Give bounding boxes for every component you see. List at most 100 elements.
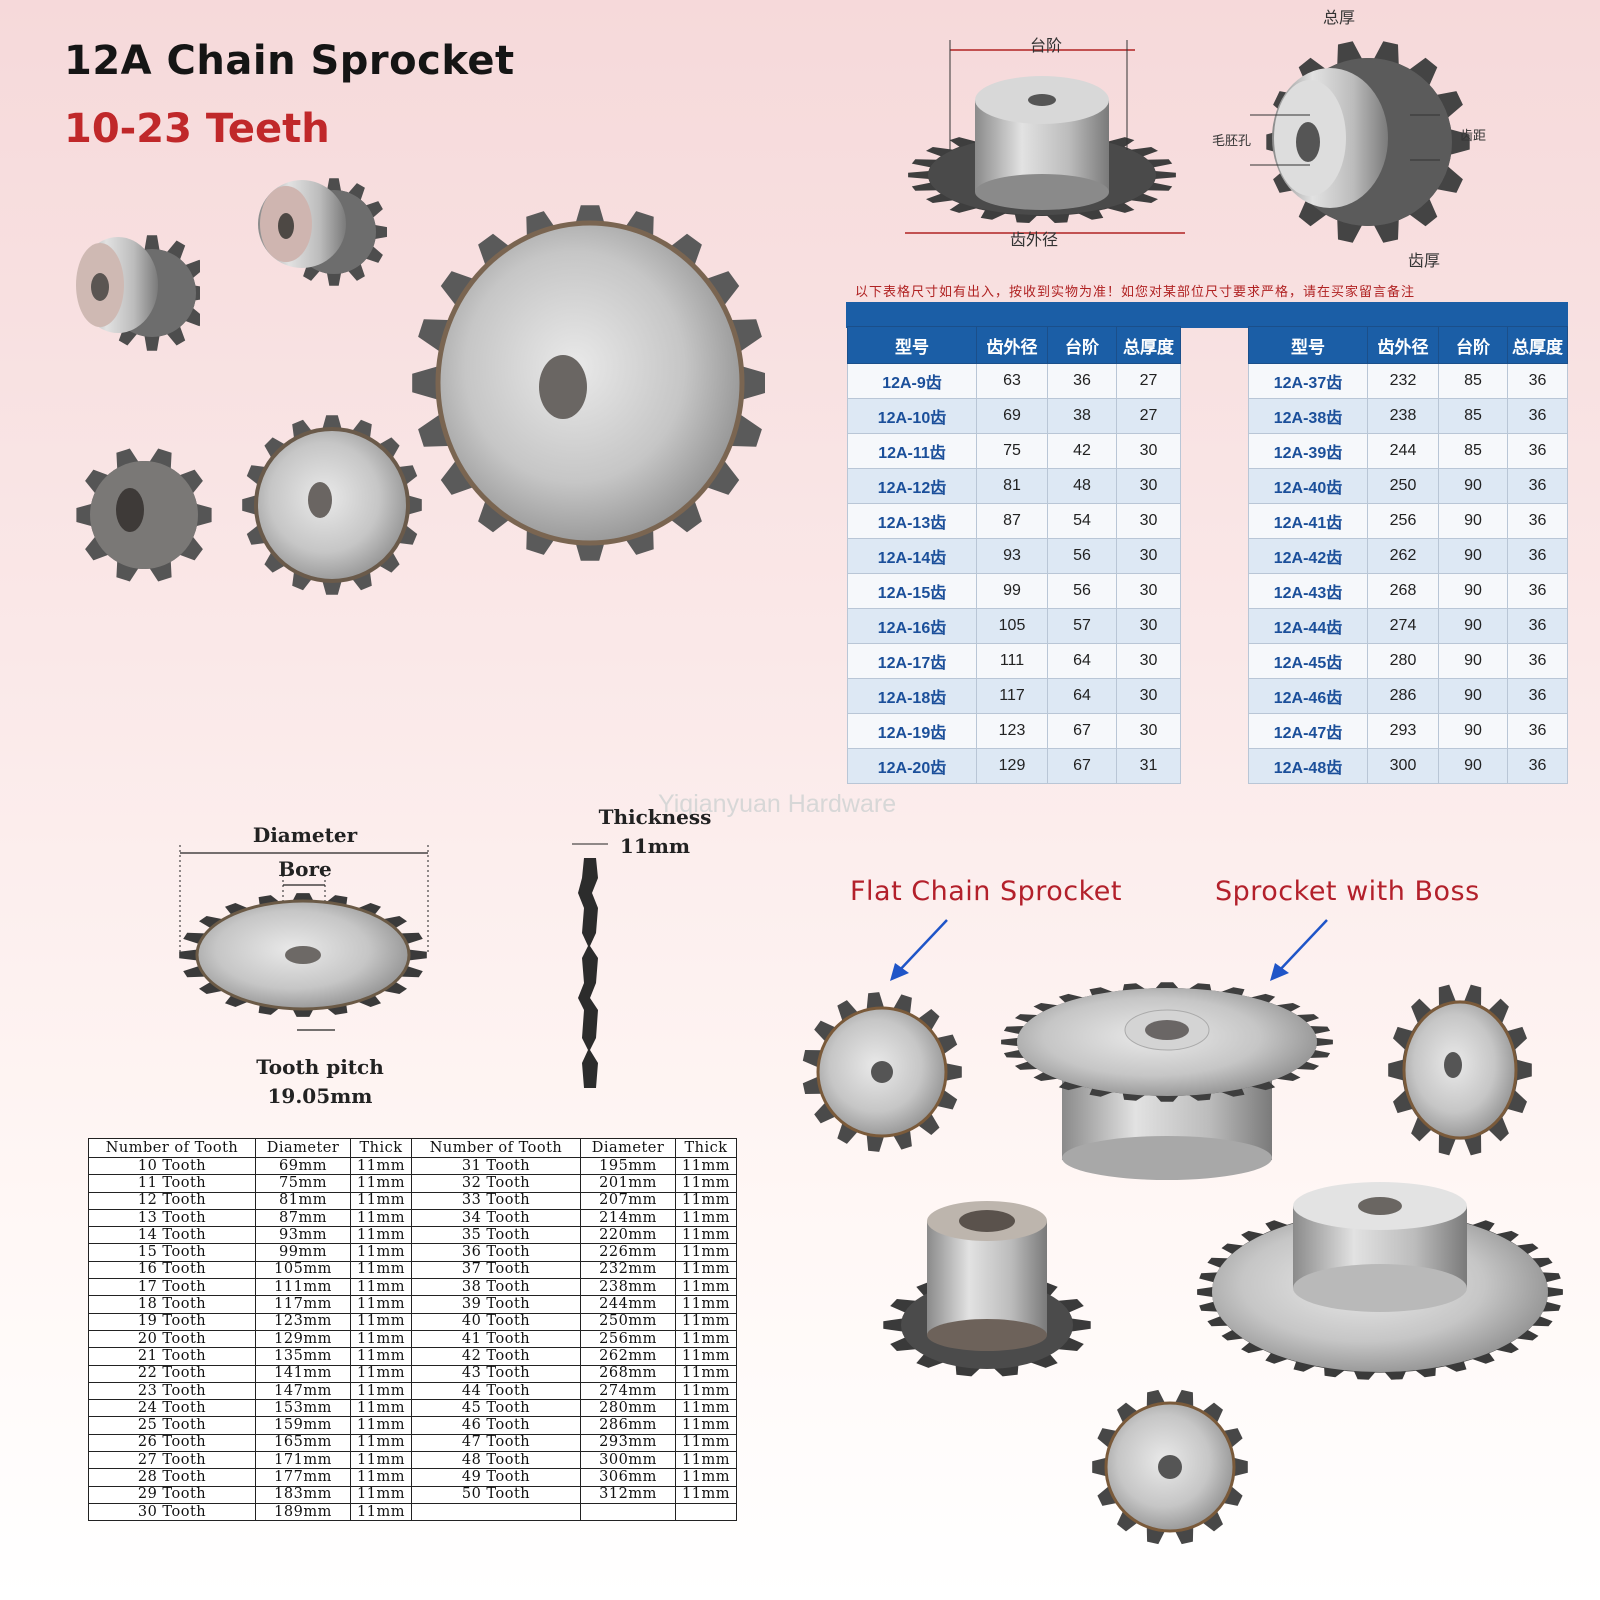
diameter-cell: 117mm: [255, 1295, 351, 1314]
thick-cell: 11mm: [675, 1208, 737, 1228]
boss-cell: 85: [1438, 398, 1508, 434]
label-diameter: Diameter: [252, 823, 358, 847]
total-thick-cell: 36: [1507, 468, 1568, 504]
diameter-cell: 286mm: [580, 1416, 676, 1435]
tooth-count-cell: 13 Tooth: [88, 1208, 256, 1228]
boss-cell: 56: [1047, 573, 1117, 609]
total-thick-cell: 36: [1507, 503, 1568, 539]
col-total-thick: 总厚度: [1507, 326, 1568, 364]
thick-cell: 11mm: [350, 1347, 412, 1366]
label-total-thick: 总厚: [1323, 8, 1356, 27]
diameter-cell: 214mm: [580, 1208, 676, 1228]
diameter-cell: 232mm: [580, 1260, 676, 1280]
thick-cell: 11mm: [675, 1433, 737, 1453]
outer-dia-cell: 63: [976, 363, 1048, 399]
diameter-cell: 274mm: [580, 1381, 676, 1401]
sprocket-image-flat-bottom: [1092, 1389, 1248, 1545]
total-thick-cell: 27: [1116, 398, 1181, 434]
outer-dia-cell: 280: [1367, 643, 1439, 679]
diameter-cell: 171mm: [255, 1451, 351, 1470]
sprocket-image-small-boss-1: [76, 235, 200, 351]
model-cell: 12A-9齿: [847, 363, 977, 399]
diameter-cell: 153mm: [255, 1399, 351, 1418]
label-pitch: 齿距: [1460, 129, 1487, 144]
boss-cell: 57: [1047, 608, 1117, 644]
diameter-cell: 220mm: [580, 1226, 676, 1245]
col-diameter-2: Diameter: [580, 1138, 676, 1158]
tooth-count-cell: 32 Tooth: [411, 1174, 581, 1193]
label-tooth-thick: 齿厚: [1408, 251, 1441, 270]
diameter-cell: 93mm: [255, 1226, 351, 1245]
total-thick-cell: 30: [1116, 643, 1181, 679]
total-thick-cell: 30: [1116, 538, 1181, 574]
outer-dia-cell: 93: [976, 538, 1048, 574]
label-sprocket-with-boss: Sprocket with Boss: [1215, 876, 1480, 907]
tooth-count-cell: 11 Tooth: [88, 1174, 256, 1193]
outer-dia-cell: 123: [976, 713, 1048, 749]
thick-cell: 11mm: [675, 1312, 737, 1331]
diameter-cell: 105mm: [255, 1260, 351, 1280]
thick-cell: 11mm: [350, 1226, 412, 1245]
tooth-count-cell: 14 Tooth: [88, 1226, 256, 1245]
thick-cell: 11mm: [350, 1260, 412, 1280]
tooth-count-cell: 36 Tooth: [411, 1243, 581, 1262]
sprocket-image-flat-tilted: [1388, 984, 1532, 1156]
boss-cell: 48: [1047, 468, 1117, 504]
thick-cell: 11mm: [675, 1329, 737, 1349]
sprocket-image-flat-medium: [242, 415, 422, 595]
tooth-count-cell: 50 Tooth: [411, 1485, 581, 1504]
model-cell: 12A-38齿: [1248, 398, 1368, 434]
outer-dia-cell: 111: [976, 643, 1048, 679]
watermark: Yiqianyuan Hardware: [658, 790, 897, 818]
sprocket-image-boss-small: [883, 1201, 1091, 1377]
page-title: 12A Chain Sprocket: [64, 38, 515, 84]
model-cell: 12A-20齿: [847, 748, 977, 784]
sprocket-image-boss-wide: [1197, 1182, 1563, 1380]
tooth-count-cell: 45 Tooth: [411, 1399, 581, 1418]
diameter-cell: 159mm: [255, 1416, 351, 1435]
diameter-cell: 123mm: [255, 1312, 351, 1331]
label-outer-diameter: 齿外径: [1010, 230, 1059, 249]
tooth-count-cell: 48 Tooth: [411, 1451, 581, 1470]
total-thick-cell: 36: [1507, 538, 1568, 574]
tooth-count-cell: 49 Tooth: [411, 1468, 581, 1487]
total-thick-cell: 36: [1507, 678, 1568, 714]
arrow-flat: [890, 919, 948, 981]
tooth-count-cell: 43 Tooth: [411, 1364, 581, 1383]
label-tooth-pitch: Tooth pitch: [256, 1055, 384, 1079]
thick-cell: 11mm: [350, 1502, 412, 1522]
boss-cell: 67: [1047, 748, 1117, 784]
model-cell: 12A-44齿: [1248, 608, 1368, 644]
thick-cell: 11mm: [675, 1416, 737, 1435]
boss-cell: 90: [1438, 503, 1508, 539]
boss-cell: 90: [1438, 538, 1508, 574]
diameter-cell: 147mm: [255, 1381, 351, 1401]
thick-cell: 11mm: [350, 1468, 412, 1487]
total-thick-cell: 30: [1116, 713, 1181, 749]
outer-dia-cell: 87: [976, 503, 1048, 539]
diameter-cell: 306mm: [580, 1468, 676, 1487]
outer-dia-cell: 293: [1367, 713, 1439, 749]
tooth-diameter-table: Number of Tooth Diameter Thick Number of…: [88, 1138, 737, 1522]
tooth-count-cell: 23 Tooth: [88, 1381, 256, 1401]
diameter-cell: 244mm: [580, 1295, 676, 1314]
sprocket-image-flat-large: [412, 205, 765, 561]
col-boss: 台阶: [1047, 326, 1117, 364]
